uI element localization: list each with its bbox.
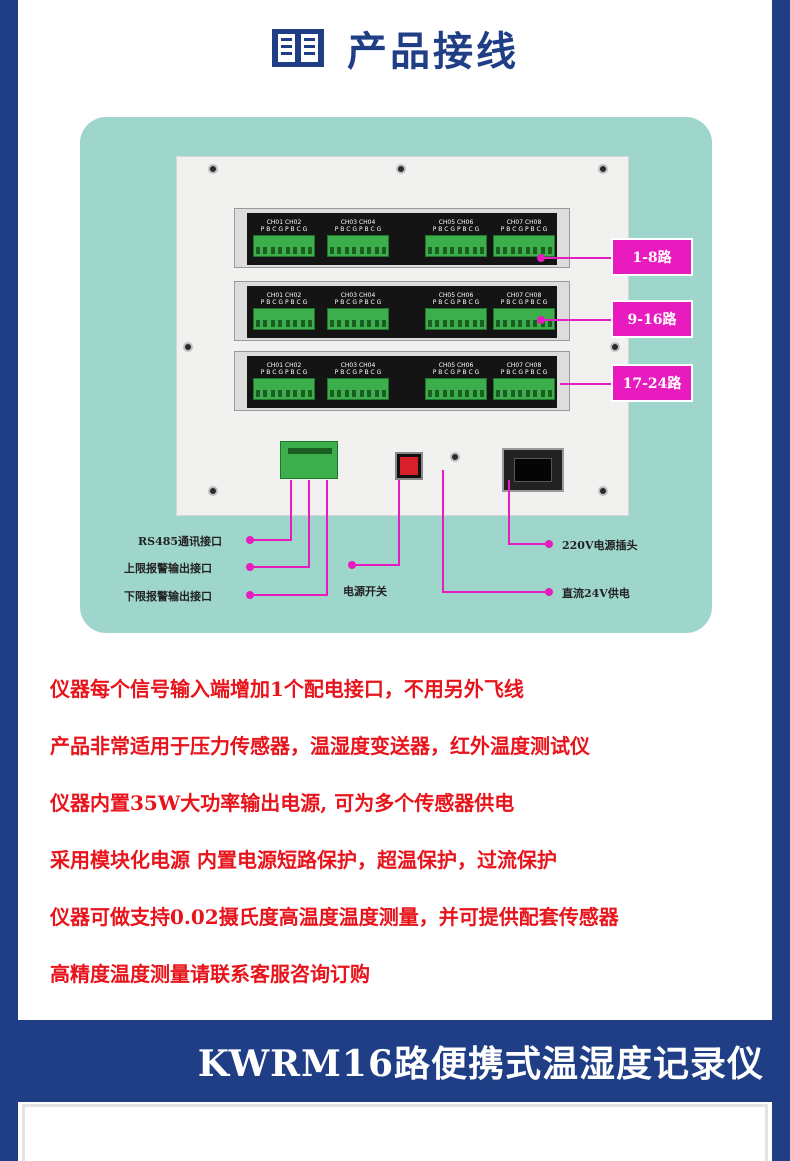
- terminal-block: CH01 CH02 P B C G P B C G: [253, 292, 315, 330]
- terminal-rail-3: CH01 CH02 P B C G P B C G CH03 CH04 P B …: [234, 351, 570, 411]
- leader-line: [560, 383, 612, 385]
- left-border: [0, 0, 18, 1161]
- terminal-block: CH03 CH04 P B C G P B C G: [327, 292, 389, 330]
- leader-dot: [246, 591, 254, 599]
- feature-line: 仪器可做支持0.02摄氏度高温度温度测量，并可提供配套传感器: [50, 905, 619, 929]
- terminal-block: CH05 CH06 P B C G P B C G: [425, 219, 487, 257]
- leader-dot: [537, 254, 545, 262]
- leader-dot: [246, 563, 254, 571]
- feature-line: 仪器内置35W大功率输出电源, 可为多个传感器供电: [50, 791, 515, 815]
- terminal-rail-1: CH01 CH02 P B C G P B C G CH03 CH04 P B …: [234, 208, 570, 268]
- terminal-block: CH07 CH08 P B C G P B C G: [493, 219, 555, 257]
- terminal-block: CH07 CH08 P B C G P B C G: [493, 362, 555, 400]
- label-rs485: RS485通讯接口: [138, 535, 223, 548]
- leader-dot: [348, 561, 356, 569]
- terminal-block: CH05 CH06 P B C G P B C G: [425, 362, 487, 400]
- leader-line: [540, 319, 612, 321]
- leader-line: [508, 543, 548, 545]
- power-switch-button: [400, 457, 418, 475]
- range-tag-9-16: 9-16路: [611, 300, 693, 338]
- feature-line: 采用模块化电源 内置电源短路保护，超温保护，过流保护: [50, 848, 557, 872]
- next-section-frame: [22, 1104, 768, 1161]
- screw-hole: [208, 164, 218, 174]
- screw-hole: [598, 164, 608, 174]
- terminal-block: CH03 CH04 P B C G P B C G: [327, 362, 389, 400]
- leader-dot: [545, 588, 553, 596]
- range-tag-17-24: 17-24路: [611, 364, 693, 402]
- leader-line: [250, 539, 292, 541]
- leader-dot: [246, 536, 254, 544]
- leader-line: [250, 594, 328, 596]
- leader-line: [308, 480, 310, 567]
- leader-line: [540, 257, 612, 259]
- leader-dot: [545, 540, 553, 548]
- feature-line: 产品非常适用于压力传感器，温湿度变送器，红外温度测试仪: [50, 734, 590, 758]
- terminal-block: CH05 CH06 P B C G P B C G: [425, 292, 487, 330]
- feature-line: 仪器每个信号输入端增加1个配电接口，不用另外飞线: [50, 677, 524, 701]
- screw-hole: [183, 342, 193, 352]
- label-lower-alarm: 下限报警输出接口: [124, 590, 212, 603]
- book-icon: [272, 29, 324, 67]
- right-border: [772, 0, 790, 1161]
- screw-hole: [396, 164, 406, 174]
- screw-hole: [598, 486, 608, 496]
- title-text: 产品接线: [347, 28, 519, 75]
- label-ac-socket: 220V电源插头: [562, 539, 638, 552]
- product-banner: KWRM16路便携式温湿度记录仪: [18, 1020, 772, 1102]
- screw-hole: [208, 486, 218, 496]
- screw-hole: [450, 452, 460, 462]
- terminal-screws: [288, 448, 332, 454]
- leader-line: [398, 480, 400, 565]
- screw-hole: [610, 342, 620, 352]
- label-upper-alarm: 上限报警输出接口: [124, 562, 212, 575]
- terminal-block: CH07 CH08 P B C G P B C G: [493, 292, 555, 330]
- label-power-switch: 电源开关: [343, 585, 387, 598]
- feature-line: 高精度温度测量请联系客服咨询订购: [50, 962, 370, 986]
- leader-line: [508, 480, 510, 544]
- power-switch-housing: [395, 452, 423, 480]
- terminal-block: CH01 CH02 P B C G P B C G: [253, 219, 315, 257]
- leader-line: [442, 591, 548, 593]
- terminal-rail-2: CH01 CH02 P B C G P B C G CH03 CH04 P B …: [234, 281, 570, 341]
- leader-line: [326, 480, 328, 595]
- terminal-block: CH01 CH02 P B C G P B C G: [253, 362, 315, 400]
- terminal-block: CH03 CH04 P B C G P B C G: [327, 219, 389, 257]
- leader-line: [290, 480, 292, 540]
- leader-line: [442, 470, 444, 592]
- leader-dot: [537, 316, 545, 324]
- section-title: 产品接线: [0, 18, 790, 78]
- leader-line: [250, 566, 310, 568]
- label-dc-supply: 直流24V供电: [562, 587, 630, 600]
- range-tag-1-8: 1-8路: [611, 238, 693, 276]
- leader-line: [352, 564, 400, 566]
- socket-pins: [514, 458, 552, 482]
- rs485-terminal-block: [280, 441, 338, 479]
